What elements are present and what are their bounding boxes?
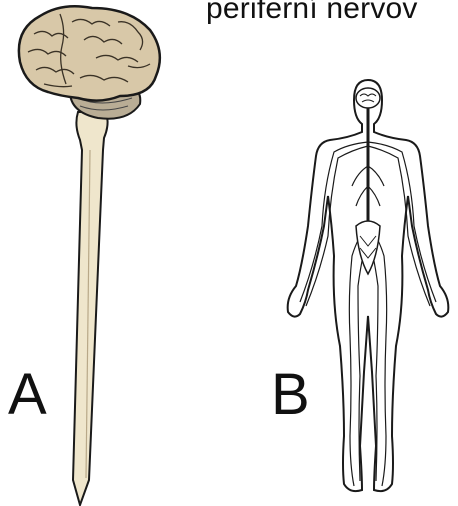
label-b: B [271, 366, 310, 424]
brain-spinal-cord-illustration [0, 0, 180, 506]
brain-small [356, 88, 380, 108]
cerebrum [19, 6, 160, 100]
label-a: A [8, 366, 47, 424]
human-body-nervous-system [278, 76, 458, 506]
caption-text: periferní nervov [206, 0, 418, 26]
